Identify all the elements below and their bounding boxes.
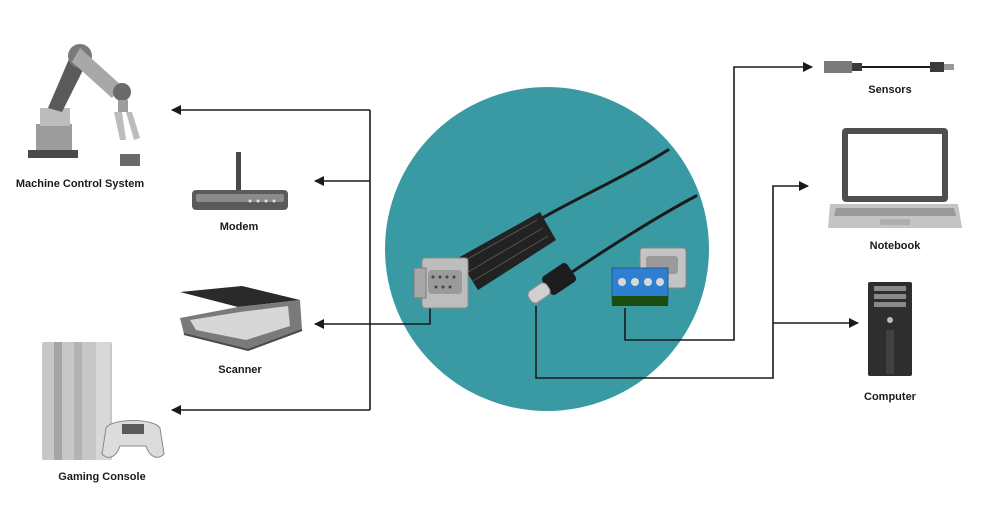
laptop-icon — [828, 128, 962, 228]
db9-connector-icon — [413, 212, 556, 309]
label-gaming-console: Gaming Console — [58, 471, 146, 483]
cable-usbc — [570, 194, 698, 274]
desktop-tower-icon — [868, 282, 912, 376]
center-teal-circle — [385, 87, 709, 411]
right-connection-lines — [535, 62, 859, 379]
robot-arm-icon — [28, 44, 140, 166]
label-sensors: Sensors — [868, 84, 912, 96]
arrow-to-sensors — [624, 62, 813, 341]
modem-icon — [192, 152, 288, 210]
usb-c-line — [535, 181, 809, 379]
label-scanner: Scanner — [218, 364, 262, 376]
sensor-icon — [824, 61, 954, 73]
usb-c-connector-icon — [527, 263, 577, 304]
arrow-to-scanner — [314, 306, 431, 329]
label-notebook: Notebook — [869, 240, 921, 252]
label-machine-control-system: Machine Control System — [15, 178, 145, 190]
left-connection-lines — [171, 105, 431, 415]
label-computer: Computer — [864, 391, 916, 403]
gaming-console-icon — [42, 342, 165, 460]
terminal-block-adapter-icon — [611, 247, 687, 306]
label-modem: Modem — [219, 221, 259, 233]
scanner-icon — [180, 286, 303, 352]
